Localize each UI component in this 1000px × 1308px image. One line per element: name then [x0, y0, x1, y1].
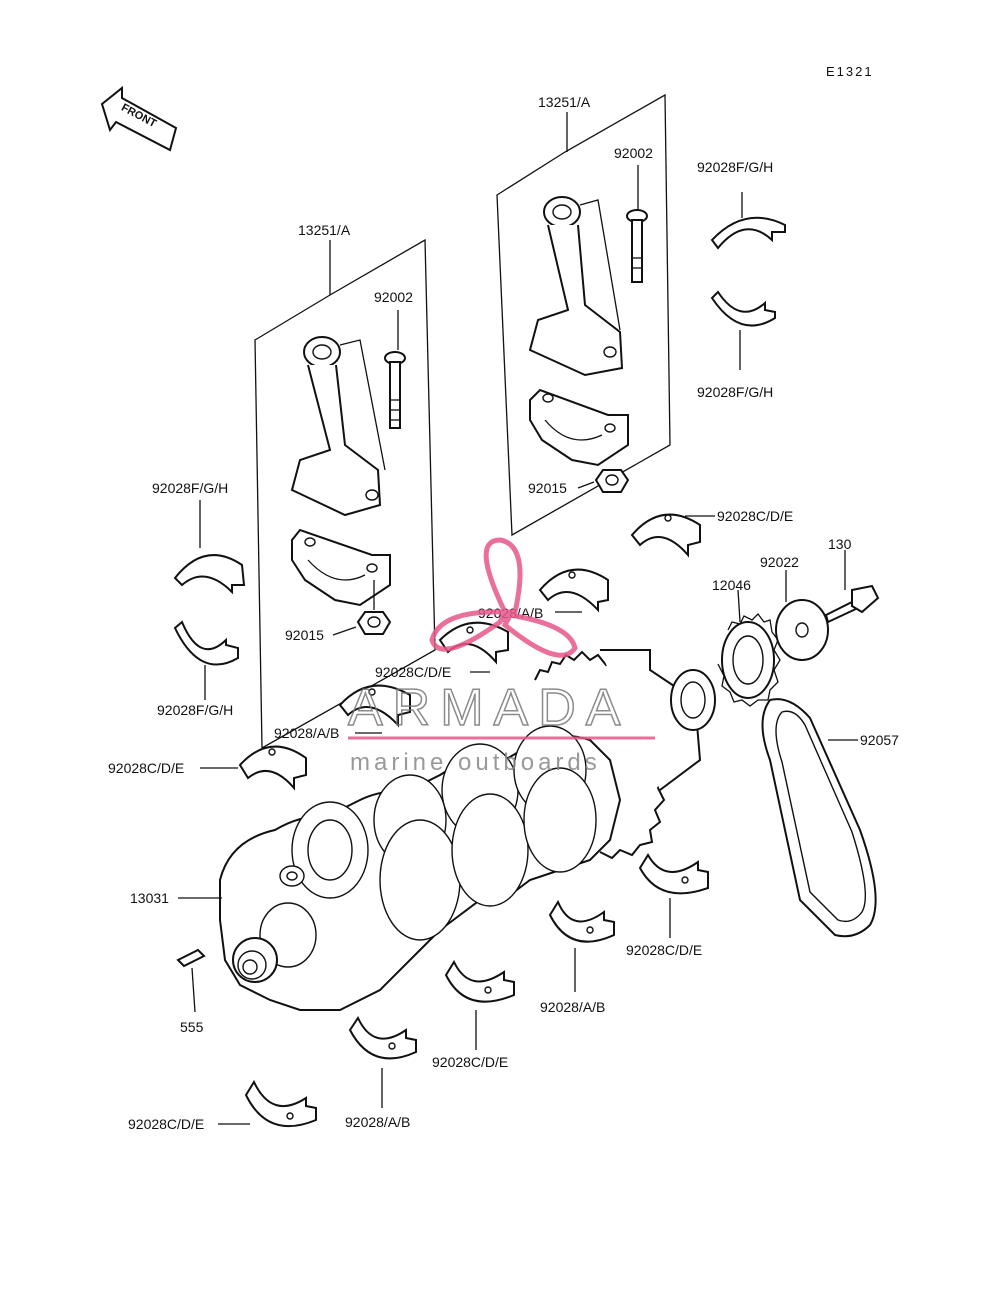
- callout-bearing-ab-4: 92028/A/B: [345, 1114, 410, 1130]
- bearing-ab-4: [348, 1015, 417, 1108]
- bearing-fgh-bottom-right: [710, 290, 776, 370]
- callout-rod-right: 13251/A: [538, 94, 591, 110]
- crankshaft: [178, 649, 716, 1011]
- key-icon: [176, 948, 206, 1013]
- bolt-left-icon: [384, 310, 406, 429]
- callout-bearing-cde-5: 92028C/D/E: [432, 1054, 508, 1070]
- bearing-fgh-top-left: [173, 500, 246, 595]
- chain-icon: [761, 698, 877, 938]
- callout-chain: 92057: [860, 732, 899, 748]
- callout-bearing-cde-2: 92028C/D/E: [375, 664, 451, 680]
- bearing-fgh-bottom-left: [173, 620, 239, 700]
- bearing-cde-5: [444, 959, 515, 1050]
- callout-nut-left: 92015: [285, 627, 324, 643]
- callout-bearing-ab-2: 92028/A/B: [274, 725, 339, 741]
- bearing-ab-1: [538, 568, 609, 613]
- propeller-logo-icon: [429, 537, 578, 658]
- bearing-cde-4: [638, 853, 709, 938]
- connecting-rod-right: [528, 196, 629, 467]
- nut-right-icon: [577, 469, 630, 493]
- nut-left-icon: [332, 580, 392, 636]
- bearing-ab-3: [548, 899, 615, 992]
- callout-crankshaft: 13031: [130, 890, 169, 906]
- callout-sprocket: 12046: [712, 577, 751, 593]
- callout-bearing-cde-1: 92028C/D/E: [717, 508, 793, 524]
- callout-nut-right: 92015: [528, 480, 567, 496]
- rod-left-frame: [254, 238, 436, 750]
- callout-bearing-fgh-bottom-left: 92028F/G/H: [157, 702, 233, 718]
- callout-rod-left: 13251/A: [298, 222, 351, 238]
- callout-bearing-fgh-top-right: 92028F/G/H: [697, 159, 773, 175]
- callout-bearing-ab-3: 92028/A/B: [540, 999, 605, 1015]
- callout-bearing-cde-6: 92028C/D/E: [128, 1116, 204, 1132]
- bolt-right-icon: [626, 165, 648, 283]
- callout-washer: 92022: [760, 554, 799, 570]
- bearing-fgh-top-right: [710, 192, 786, 250]
- watermark: ARMADA marine outboards: [347, 537, 655, 776]
- connecting-rod-left: [290, 336, 391, 607]
- bolt-130-icon: [824, 550, 880, 624]
- callout-bolt-right: 92002: [614, 145, 653, 161]
- diagram-code: E1321: [826, 64, 874, 79]
- washer-icon: [775, 570, 829, 661]
- front-arrow-icon: FRONT: [100, 85, 178, 152]
- callout-bearing-cde-4: 92028C/D/E: [626, 942, 702, 958]
- callout-bearing-fgh-top-left: 92028F/G/H: [152, 480, 228, 496]
- bearing-cde-3: [200, 745, 307, 791]
- bearing-cde-6: [218, 1079, 317, 1128]
- callout-bearing-fgh-bottom-right: 92028F/G/H: [697, 384, 773, 400]
- bearing-cde-1: [630, 513, 715, 558]
- callout-bolt-left: 92002: [374, 289, 413, 305]
- rod-right-frame: [496, 93, 671, 537]
- watermark-brand: ARMADA: [348, 679, 630, 737]
- watermark-tagline: marine outboards: [350, 749, 601, 776]
- sprocket-icon: [717, 589, 781, 707]
- callout-key: 555: [180, 1019, 204, 1035]
- bearing-ab-2: [338, 684, 411, 734]
- callout-bearing-cde-3: 92028C/D/E: [108, 760, 184, 776]
- callout-bolt-130: 130: [828, 536, 852, 552]
